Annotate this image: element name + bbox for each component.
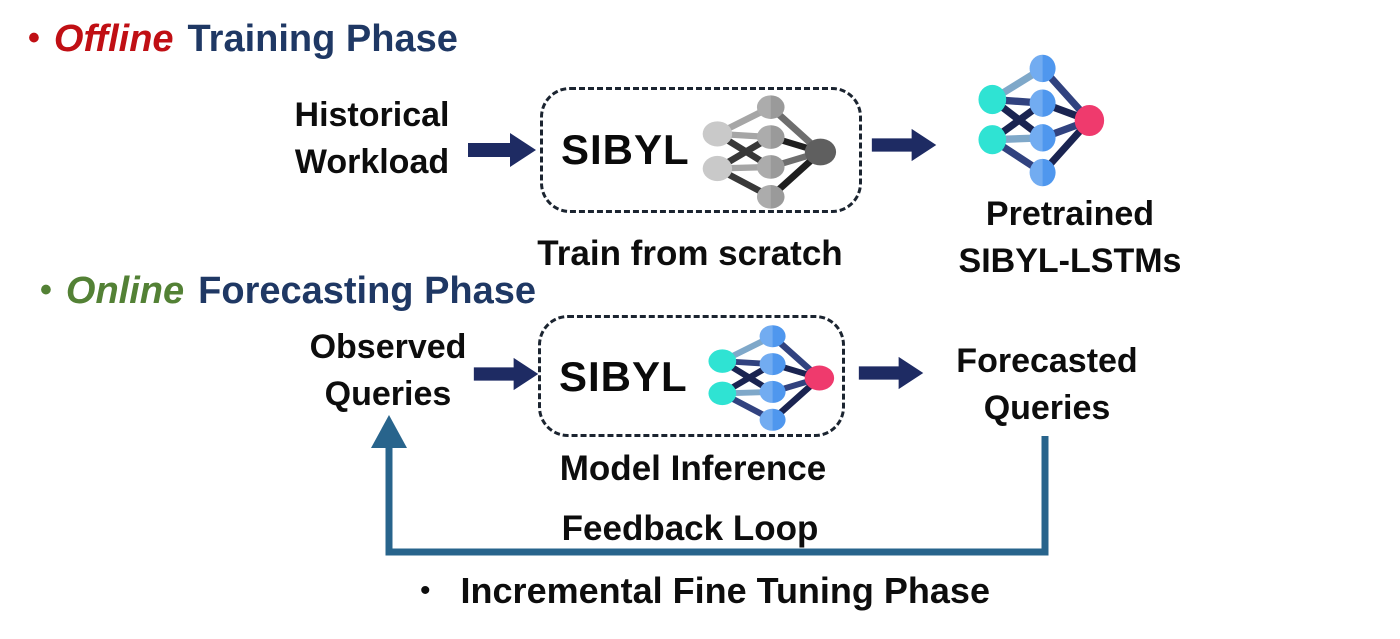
offline-bullet-icon: •	[28, 19, 40, 57]
historical-workload-label: Historical Workload	[295, 92, 450, 186]
pretrained-line2: SIBYL-LSTMs	[958, 242, 1182, 280]
neural-network-grayscale-icon	[702, 95, 837, 209]
train-from-scratch-caption: Train from scratch	[537, 234, 843, 273]
forecasted-queries-line2: Queries	[983, 389, 1111, 427]
online-title-text: Forecasting Phase	[198, 270, 537, 312]
sibyl-inference-box: SIBYL	[538, 315, 845, 437]
pretrained-line1: Pretrained	[985, 195, 1155, 233]
model-inference-caption: Model Inference	[559, 449, 827, 488]
offline-title-text: Training Phase	[187, 18, 458, 60]
right-block-arrow-icon	[473, 357, 539, 391]
observed-queries-label: Observed Queries	[310, 324, 467, 418]
historical-workload-line2: Workload	[294, 143, 450, 181]
pretrained-lstms-label: Pretrained SIBYL-LSTMs	[959, 191, 1182, 285]
right-block-arrow-icon	[871, 128, 937, 162]
neural-network-colored-icon	[978, 54, 1105, 187]
observed-queries-line2: Queries	[324, 375, 452, 413]
sibyl-inference-label: SIBYL	[559, 353, 688, 400]
right-block-arrow-icon	[468, 133, 536, 167]
neural-network-colored-icon	[708, 325, 835, 431]
online-phase-title: • Online Forecasting Phase	[40, 270, 536, 313]
offline-title-emphasis: Offline	[53, 18, 174, 60]
offline-phase-title: • Offline Training Phase	[28, 18, 458, 61]
forecasted-queries-label: Forecasted Queries	[956, 338, 1137, 432]
feedback-loop-caption: Feedback Loop	[561, 509, 819, 548]
fine-tuning-bullet-icon: •	[420, 574, 431, 607]
historical-workload-line1: Historical	[294, 96, 450, 134]
online-bullet-icon: •	[40, 271, 52, 309]
fine-tuning-title-text: Incremental Fine Tuning Phase	[460, 570, 990, 611]
forecasted-queries-line1: Forecasted	[956, 342, 1138, 380]
sibyl-training-box: SIBYL	[540, 87, 862, 213]
observed-queries-line1: Observed	[309, 328, 467, 366]
right-block-arrow-icon	[858, 356, 924, 390]
incremental-fine-tuning-title: • Incremental Fine Tuning Phase	[420, 570, 990, 612]
feedback-loop-arrow-icon	[371, 415, 1049, 556]
online-title-emphasis: Online	[65, 270, 185, 312]
sibyl-training-label: SIBYL	[561, 126, 690, 173]
